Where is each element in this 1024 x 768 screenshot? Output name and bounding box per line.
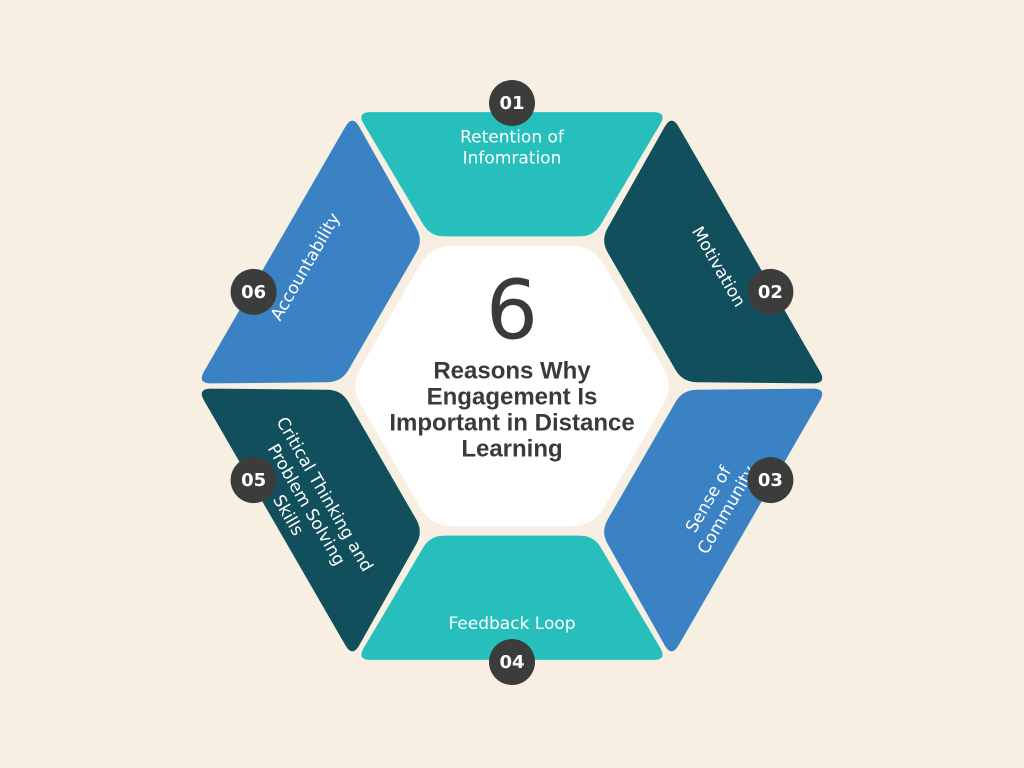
segment-label-line: Feedback Loop xyxy=(448,614,575,634)
badge-number: 06 xyxy=(241,282,266,303)
badge-circle xyxy=(747,457,794,504)
badge-number: 03 xyxy=(758,470,783,491)
badge-circle xyxy=(489,639,535,685)
center-title-line: Engagement Is xyxy=(427,383,598,410)
badges-layer: 01 02 03 04 05 06 xyxy=(230,80,794,685)
badge-03: 03 xyxy=(747,457,794,504)
segment-label-line: Retention of xyxy=(460,128,565,148)
badge-circle xyxy=(489,80,535,126)
badge-circle xyxy=(230,268,277,315)
badge-05: 05 xyxy=(230,457,277,504)
center-title-line: Important in Distance xyxy=(389,409,634,436)
badge-06: 06 xyxy=(230,268,277,315)
badge-number: 05 xyxy=(241,470,266,491)
center-hexagon xyxy=(355,245,669,527)
center-number: 6 xyxy=(486,263,538,358)
badge-circle xyxy=(230,457,277,504)
center-title-line: Reasons Why xyxy=(433,357,591,384)
segment-01 xyxy=(361,112,663,237)
segment-04 xyxy=(361,535,663,660)
segment-05 xyxy=(201,388,420,652)
badge-02: 02 xyxy=(747,268,794,315)
badge-circle xyxy=(747,268,794,315)
segment-02 xyxy=(604,120,823,384)
badge-number: 04 xyxy=(499,652,524,673)
badge-01: 01 xyxy=(489,80,535,126)
segment-06 xyxy=(201,120,420,384)
segment-label-04: Feedback Loop xyxy=(448,614,575,634)
badge-number: 02 xyxy=(758,282,783,303)
segment-label-line: Infomration xyxy=(463,149,562,169)
badge-04: 04 xyxy=(489,639,535,685)
segment-03 xyxy=(604,388,823,652)
center-title-line: Learning xyxy=(461,435,562,462)
badge-number: 01 xyxy=(499,93,524,114)
